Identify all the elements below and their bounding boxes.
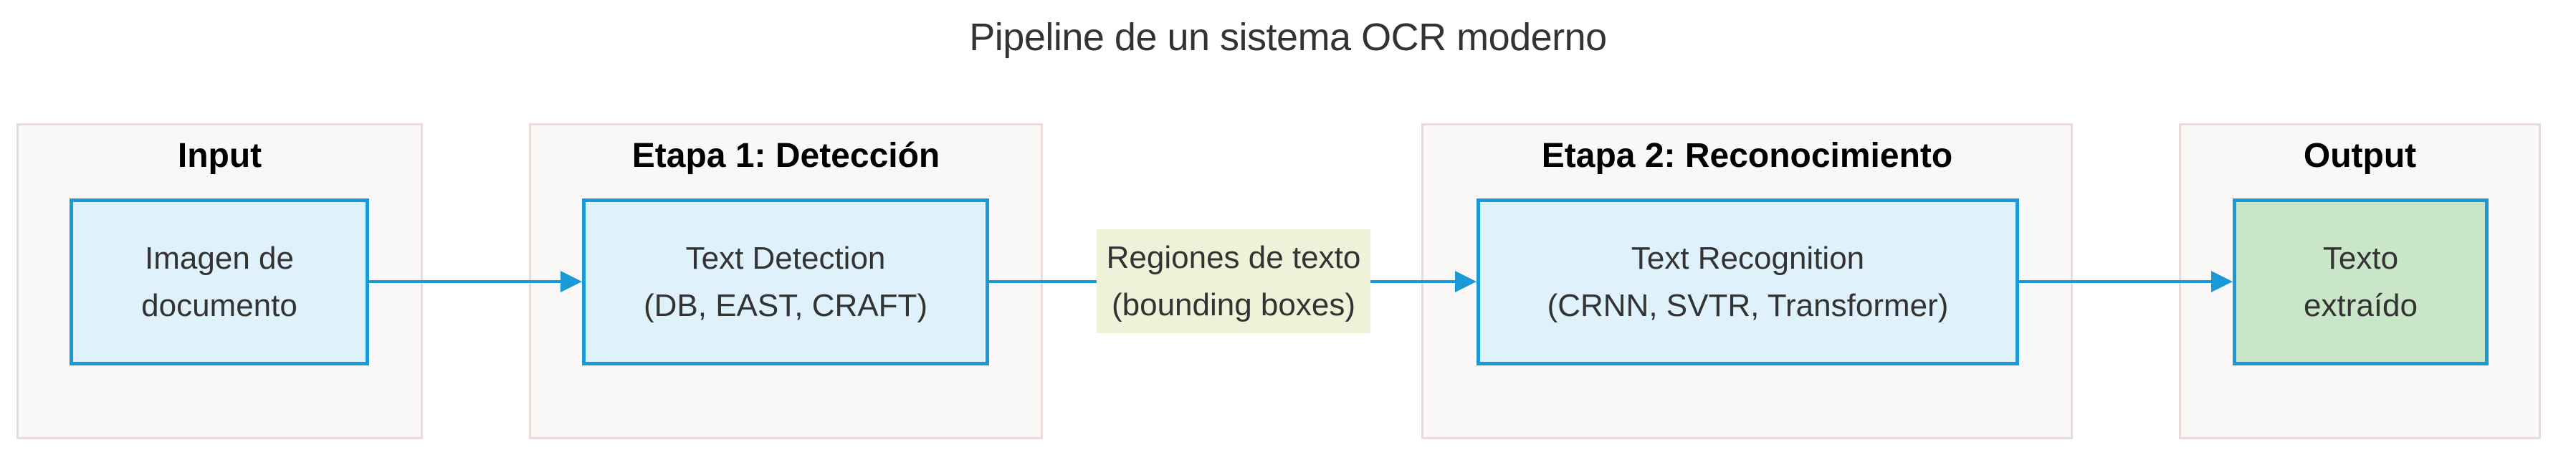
edge-recognition-to-output-arrowhead [2211, 271, 2233, 292]
node-text-detection: Text Detection (DB, EAST, CRAFT) [582, 198, 989, 365]
edge-input-to-detection-arrowhead [560, 271, 582, 292]
cluster-input-label: Input [177, 137, 262, 175]
edge-label-regiones-de-texto: Regiones de texto (bounding boxes) [1097, 229, 1370, 333]
cluster-etapa2-label: Etapa 2: Reconocimiento [1541, 137, 1953, 175]
node-text-line: (CRNN, SVTR, Transformer) [1547, 287, 1949, 323]
node-text-line: (DB, EAST, CRAFT) [643, 287, 928, 323]
node-texto-extraido: Texto extraído [2233, 198, 2489, 365]
cluster-output-label: Output [2303, 137, 2417, 175]
diagram-title: Pipeline de un sistema OCR moderno [969, 16, 1607, 59]
node-text-line: documento [141, 287, 297, 323]
node-text-line: Imagen de [145, 240, 294, 276]
node-text-recognition: Text Recognition (CRNN, SVTR, Transforme… [1477, 198, 2019, 365]
node-imagen-de-documento: Imagen de documento [70, 198, 369, 365]
node-text-line: Texto [2322, 240, 2399, 276]
edge-detection-to-recognition-arrowhead [1455, 271, 1477, 292]
cluster-etapa1-label: Etapa 1: Detección [631, 137, 940, 175]
node-text-line: Text Detection [685, 240, 886, 276]
node-text-line: Text Recognition [1631, 240, 1865, 276]
node-text-line: extraído [2304, 287, 2418, 323]
edge-label-line: (bounding boxes) [1111, 287, 1355, 322]
edge-label-line: Regiones de texto [1106, 239, 1361, 275]
